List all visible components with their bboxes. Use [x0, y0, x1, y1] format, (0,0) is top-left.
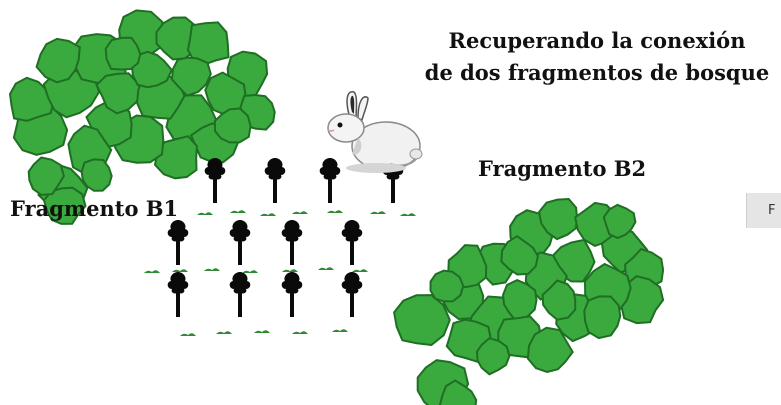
grass-tuft	[282, 269, 298, 272]
young-tree-icon	[229, 272, 251, 317]
tree-crown	[583, 295, 622, 340]
young-tree-icon	[167, 220, 189, 265]
grass-tuft	[172, 269, 188, 272]
restoration-planting	[144, 158, 416, 336]
young-tree-icon	[204, 158, 226, 203]
tree-crown	[438, 379, 478, 405]
forest-fragment-b2	[393, 197, 665, 405]
grass-tuft	[292, 331, 308, 334]
young-tree-icon	[341, 220, 363, 265]
tree-crown	[538, 197, 579, 241]
grass-tuft	[197, 212, 213, 215]
grass-tuft	[400, 213, 416, 216]
tree-crown	[393, 294, 451, 347]
diagram-title-line-1: Recuperando la conexión	[448, 28, 746, 53]
tree-crown	[130, 50, 173, 89]
tree-crown	[500, 235, 539, 276]
rabbit-icon	[327, 90, 423, 173]
fragment-b1-label: Fragmento B1	[10, 196, 179, 221]
grass-tuft	[292, 211, 308, 214]
young-tree-icon	[341, 272, 363, 317]
tree-crown	[475, 337, 511, 376]
young-tree-icon	[264, 158, 286, 203]
diagram-title-line-2: de dos fragmentos de bosque	[424, 60, 770, 85]
young-tree-icon	[167, 272, 189, 317]
tree-crown	[602, 203, 637, 240]
grass-tuft	[216, 331, 232, 334]
tree-crown	[213, 107, 252, 144]
young-tree-icon	[281, 220, 303, 265]
tree-crown	[501, 279, 538, 324]
grass-tuft	[327, 210, 343, 213]
grass-tuft	[260, 213, 276, 216]
tree-crown	[35, 37, 81, 84]
young-tree-icon	[319, 158, 341, 203]
grass-tuft	[352, 269, 368, 272]
side-tab-label: F	[768, 203, 776, 218]
tree-crown	[104, 36, 142, 71]
grass-tuft	[242, 270, 258, 273]
grass-tuft	[318, 267, 334, 270]
forest-fragment-b1	[8, 9, 276, 225]
grass-tuft	[254, 330, 270, 333]
tree-crown	[8, 76, 56, 122]
side-tab[interactable]	[746, 193, 781, 228]
grass-tuft	[204, 268, 220, 271]
tree-crown	[186, 21, 230, 66]
grass-tuft	[180, 333, 196, 336]
grass-tuft	[144, 270, 160, 273]
tree-crown	[170, 56, 212, 97]
tree-crown	[541, 279, 577, 321]
tree-crown	[95, 72, 144, 115]
grass-tuft	[332, 329, 348, 332]
fragment-b2-label: Fragmento B2	[478, 156, 647, 181]
tree-crown	[80, 158, 113, 192]
young-tree-icon	[281, 272, 303, 317]
grass-tuft	[230, 210, 246, 213]
tree-crown	[429, 269, 465, 303]
young-tree-icon	[229, 220, 251, 265]
grass-tuft	[370, 211, 386, 214]
tree-crown	[42, 186, 87, 225]
tree-crown	[27, 156, 65, 196]
